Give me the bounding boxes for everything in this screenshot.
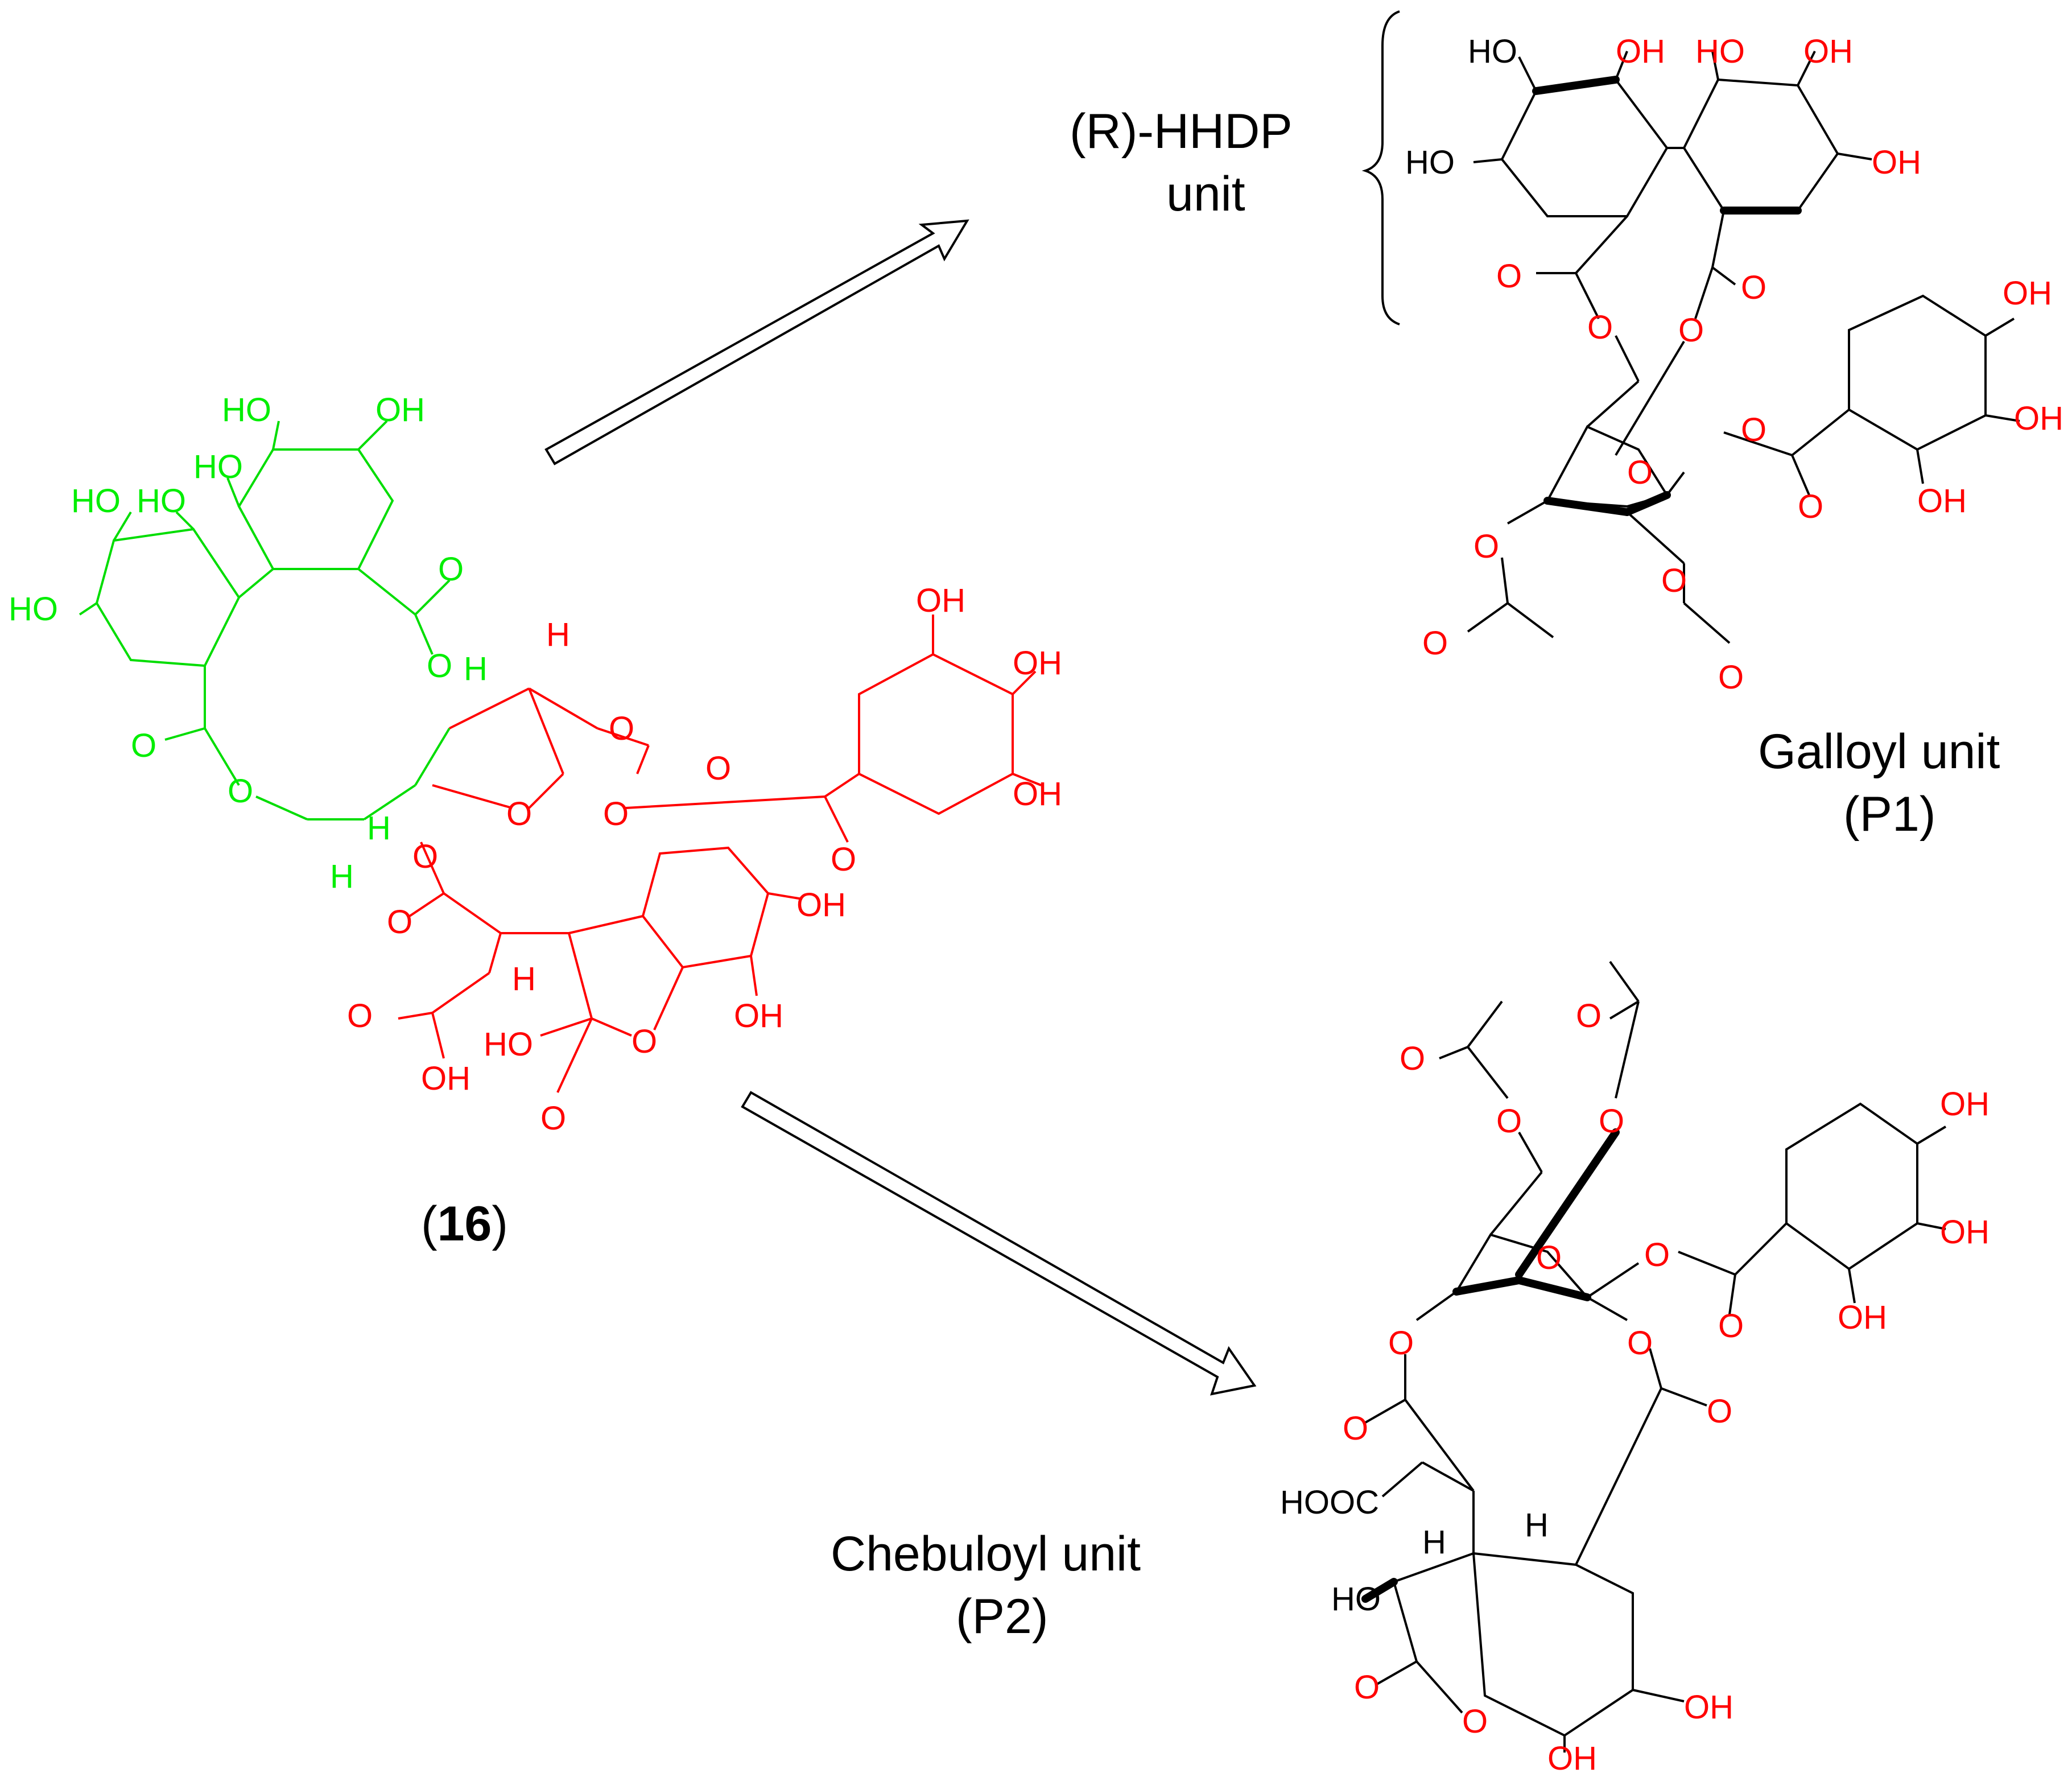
atom-o: O: [1718, 1308, 1744, 1345]
atom-oh: OH: [421, 1060, 470, 1097]
atom-oh: OH: [1616, 33, 1665, 70]
atom-o: O: [1400, 1040, 1425, 1077]
atom-h: H: [367, 810, 391, 847]
atom-o: O: [1707, 1393, 1732, 1430]
atom-o: O: [1496, 258, 1522, 295]
atom-oh: OH: [1013, 776, 1062, 813]
atom-oh: OH: [734, 997, 783, 1034]
atom-o: O: [1354, 1669, 1380, 1706]
atom-hooc: HOOC: [1280, 1484, 1379, 1521]
atom-oh: OH: [1940, 1086, 1990, 1123]
atom-o: O: [1599, 1103, 1624, 1140]
atom-o: O: [1536, 1239, 1562, 1276]
atom-oh: OH: [1547, 1740, 1597, 1773]
galloyl-label-line1: Galloyl unit: [1758, 724, 2000, 779]
arrow-to-p2: [741, 1091, 1257, 1396]
atom-o: O: [438, 551, 464, 588]
atom-o: O: [609, 710, 634, 747]
atom-oh: OH: [916, 582, 965, 619]
product-p1: HO OH HO OH HO OH O O O O O O O O O O O …: [1405, 33, 2063, 696]
atom-o: O: [1462, 1703, 1488, 1740]
atom-o: O: [1661, 562, 1687, 599]
atom-oh: OH: [375, 391, 425, 428]
atom-h: H: [464, 650, 488, 687]
atom-o: O: [228, 773, 253, 810]
atom-o: O: [1741, 411, 1766, 448]
atom-oh: OH: [796, 886, 846, 923]
atom-ho: HO: [1468, 33, 1517, 70]
hhdp-part-green: [79, 420, 451, 820]
atom-oh: OH: [1872, 144, 1921, 181]
atom-o: O: [131, 727, 156, 764]
chebuloyl-label-line1: Chebuloyl unit: [831, 1527, 1141, 1581]
atom-o: O: [1798, 488, 1823, 525]
atom-ho: HO: [193, 448, 243, 485]
atom-oh: OH: [1684, 1689, 1733, 1726]
atom-oh: OH: [2003, 275, 2052, 312]
atom-oh: OH: [1803, 33, 1853, 70]
atom-o: O: [347, 997, 373, 1034]
atom-o: O: [1422, 625, 1448, 662]
hhdp-label-line2: unit: [1166, 167, 1245, 221]
atom-o: O: [705, 750, 731, 787]
atom-oh: OH: [1013, 645, 1062, 682]
atom-ho: HO: [71, 483, 121, 519]
hhdp-label-line1: (R)-HHDP: [1070, 104, 1293, 159]
atom-o: O: [1627, 1325, 1653, 1362]
red-part: [398, 615, 1042, 1093]
atom-o: O: [1473, 528, 1499, 565]
atom-o: O: [1718, 659, 1744, 696]
hhdp-brace: [1361, 10, 1400, 325]
chebuloyl-label-line2: (P2): [956, 1589, 1048, 1644]
atom-ho: HO: [484, 1026, 533, 1063]
atom-o: O: [412, 838, 438, 875]
atom-o: O: [603, 795, 629, 832]
product-p2: O O O O O O O OH OH OH O O O O HOOC H H …: [1280, 960, 1990, 1773]
atom-o: O: [1576, 997, 1602, 1034]
atom-h: H: [546, 616, 570, 653]
galloyl-label-line2: (P1): [1843, 787, 1935, 842]
atom-oh: OH: [1940, 1214, 1990, 1251]
atom-ho: HO: [137, 483, 186, 519]
atom-o: O: [1388, 1325, 1414, 1362]
atom-h: H: [512, 960, 536, 997]
atom-o: O: [1496, 1103, 1522, 1140]
atom-oh: OH: [2014, 400, 2063, 437]
atom-o: O: [1627, 454, 1653, 491]
atom-o: O: [1644, 1236, 1670, 1273]
atom-o: O: [387, 904, 412, 941]
atom-ho: HO: [1405, 144, 1455, 181]
atom-ho: HO: [1331, 1581, 1381, 1618]
atom-oh: OH: [1838, 1299, 1887, 1336]
atom-o: O: [427, 648, 452, 685]
atom-o: O: [540, 1100, 566, 1137]
molecule-16: HO OH HO HO HO HO O O O O H H H H O O O …: [9, 391, 1062, 1137]
atom-o: O: [506, 795, 532, 832]
atom-ho: HO: [1695, 33, 1745, 70]
atom-ho: HO: [222, 391, 271, 428]
atom-h: H: [330, 858, 354, 895]
atom-ho: HO: [9, 591, 58, 628]
arrow-to-p1: [544, 219, 969, 465]
atom-oh: OH: [1917, 483, 1967, 519]
atom-o: O: [1678, 312, 1704, 349]
compound-label: (16): [421, 1197, 508, 1251]
atom-h: H: [1422, 1524, 1446, 1561]
atom-h: H: [1525, 1507, 1549, 1544]
atom-o: O: [1587, 309, 1613, 346]
atom-o: O: [1343, 1410, 1368, 1447]
atom-o: O: [631, 1023, 657, 1060]
atom-o: O: [1741, 269, 1766, 306]
atom-o: O: [831, 841, 856, 878]
